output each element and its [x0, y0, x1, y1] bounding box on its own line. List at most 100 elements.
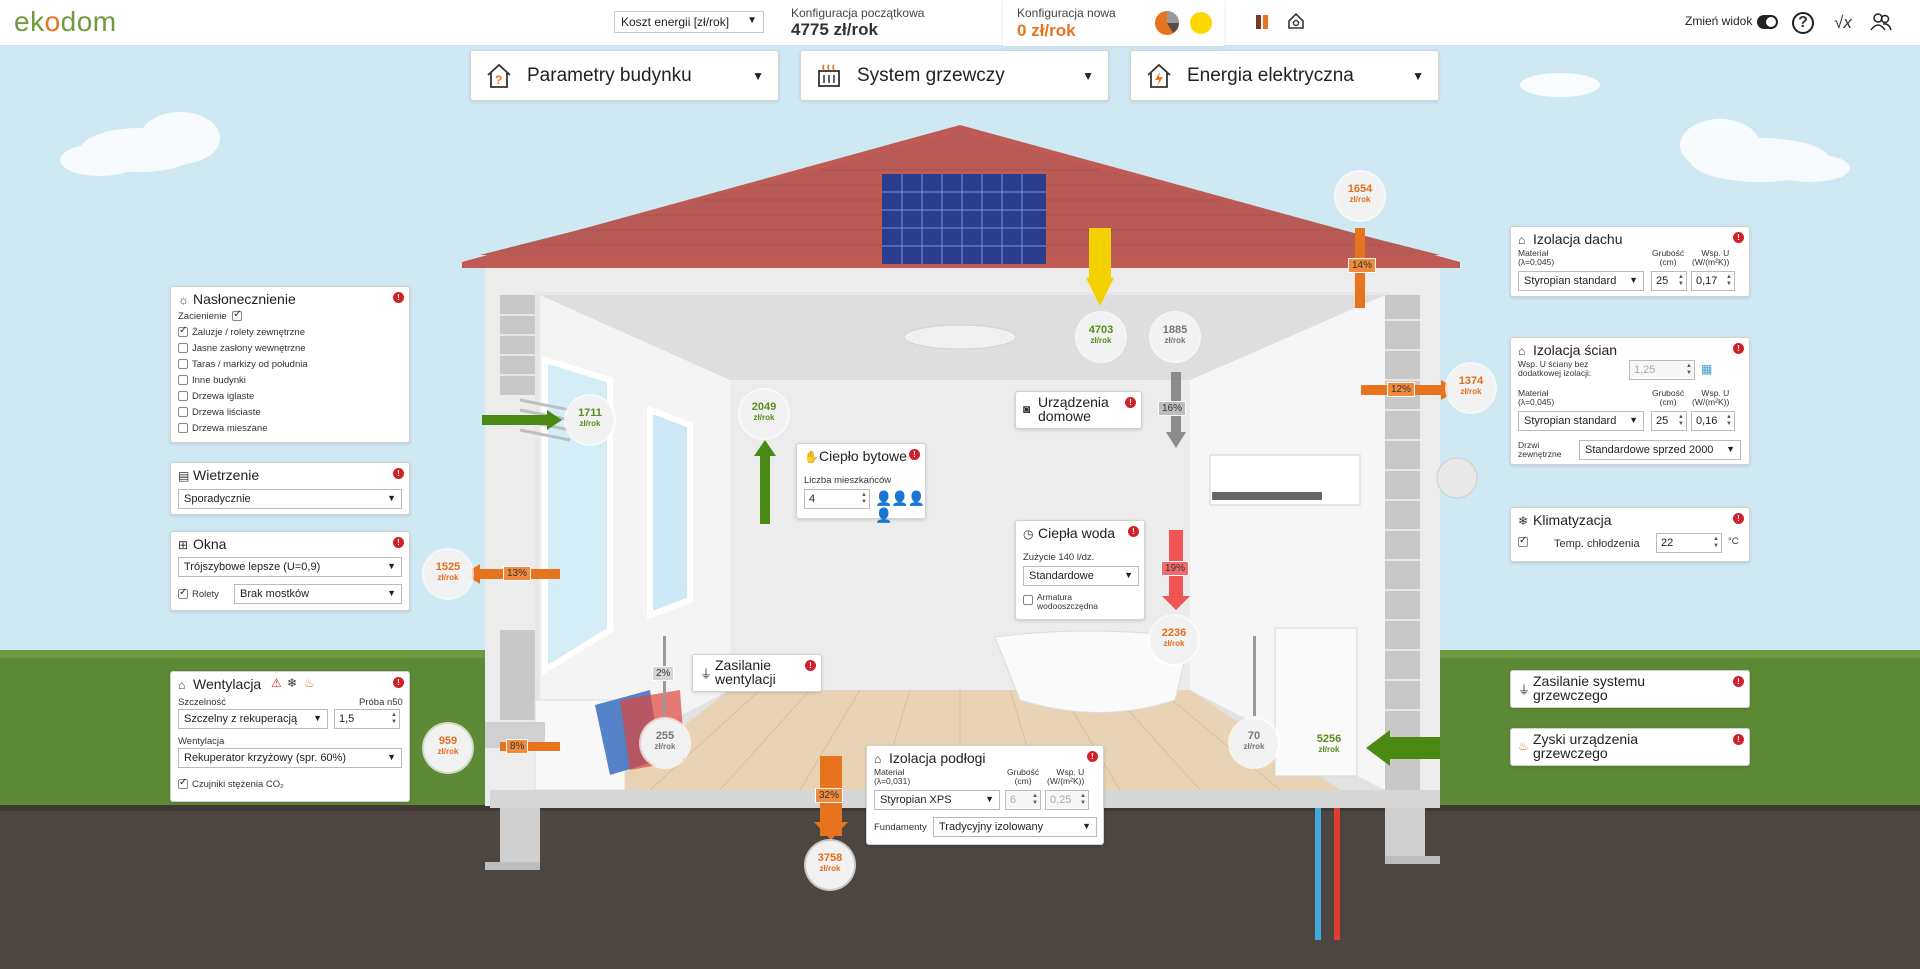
vent-label: Wentylacja: [178, 736, 225, 747]
house-roof-icon: ⌂: [1518, 233, 1526, 247]
wall-u-without-input[interactable]: 1,25▲▼: [1629, 360, 1695, 380]
info-icon[interactable]: !: [393, 468, 404, 479]
stepper-icon[interactable]: ▲▼: [1678, 274, 1684, 287]
floor-thickness-input[interactable]: 6▲▼: [1005, 790, 1041, 810]
metric-select[interactable]: Koszt energii [zł/rok]▼: [614, 11, 764, 33]
fittings-row[interactable]: Armatura wodooszczędna: [1023, 593, 1098, 611]
stepper-icon[interactable]: ▲▼: [391, 712, 397, 725]
airing-select[interactable]: Sporadycznie▼: [178, 489, 402, 509]
insolation-panel: ☼ Nasłonecznienie ! Zacienienie Żaluzje …: [170, 286, 410, 443]
ac-enable-row[interactable]: [1518, 535, 1532, 548]
stepper-icon[interactable]: ▲▼: [1080, 793, 1086, 806]
checkbox[interactable]: [178, 423, 188, 434]
stepper-icon[interactable]: ▲▼: [1032, 793, 1038, 806]
roof-thickness-input[interactable]: 25▲▼: [1651, 271, 1687, 291]
sqrt-x-icon[interactable]: √x: [1834, 13, 1852, 32]
info-icon[interactable]: !: [805, 660, 816, 671]
nav-electric-energy[interactable]: Energia elektryczna ▼: [1130, 50, 1439, 101]
thermal-bridge-select[interactable]: Brak mostków▼: [234, 584, 402, 604]
app-logo[interactable]: ekodom: [14, 6, 117, 37]
fittings-checkbox[interactable]: [1023, 595, 1033, 605]
tightness-select[interactable]: Szczelny z rekuperacją▼: [178, 709, 328, 729]
info-icon[interactable]: !: [1128, 526, 1139, 537]
test-label: Próba n50: [359, 697, 403, 708]
foundation-select[interactable]: Tradycyjny izolowany▼: [933, 817, 1097, 837]
stepper-icon[interactable]: ▲▼: [1686, 363, 1692, 376]
shading-option[interactable]: Drzewa iglaste: [178, 391, 254, 402]
roof-material-select[interactable]: Styropian standard▼: [1518, 271, 1644, 291]
shading-option[interactable]: Drzewa mieszane: [178, 423, 268, 434]
info-icon[interactable]: !: [393, 537, 404, 548]
stepper-icon[interactable]: ▲▼: [1726, 414, 1732, 427]
shading-option[interactable]: Taras / markizy od południa: [178, 359, 308, 370]
water-usage-select[interactable]: Standardowe▼: [1023, 566, 1139, 586]
stepper-icon[interactable]: ▲▼: [861, 492, 867, 505]
usage-label: Zużycie 140 l/dz.: [1023, 552, 1095, 563]
residents-label: Liczba mieszkańców: [804, 475, 892, 486]
insolation-title: Nasłonecznienie: [193, 291, 296, 307]
shutters-checkbox[interactable]: [178, 587, 188, 600]
roof-u-input[interactable]: 0,17▲▼: [1691, 271, 1735, 291]
view-toggle-label: Zmień widok: [1685, 14, 1753, 28]
roof-thickness-label: Grubość (cm): [1652, 248, 1685, 267]
ventilation-type-select[interactable]: Rekuperator krzyżowy (spr. 60%)▼: [178, 748, 402, 768]
wall-material-select[interactable]: Styropian standard▼: [1518, 411, 1644, 431]
checkbox[interactable]: [178, 407, 188, 418]
floor-u-input[interactable]: 0,25▲▼: [1045, 790, 1089, 810]
info-icon[interactable]: !: [1733, 232, 1744, 243]
house-bolt-icon: [1147, 63, 1171, 88]
co2-checkbox[interactable]: [178, 777, 188, 790]
shading-option[interactable]: Żaluzje / rolety zewnętrzne: [178, 325, 305, 338]
wall-thickness-input[interactable]: 25▲▼: [1651, 411, 1687, 431]
checkbox[interactable]: [178, 391, 188, 402]
view-toggle[interactable]: [1757, 15, 1778, 29]
checkbox[interactable]: [178, 325, 188, 338]
info-icon[interactable]: !: [393, 292, 404, 303]
info-icon[interactable]: !: [909, 449, 920, 460]
checkbox[interactable]: [178, 359, 188, 370]
house-config-icon[interactable]: [1285, 12, 1307, 34]
checkbox[interactable]: [178, 375, 188, 386]
windows-type-select[interactable]: Trójszybowe lepsze (U=0,9)▼: [178, 557, 402, 577]
info-icon[interactable]: !: [1125, 397, 1136, 408]
floor-material-select[interactable]: Styropian XPS▼: [874, 790, 1000, 810]
info-icon[interactable]: !: [1733, 513, 1744, 524]
new-config-value: 0 zł/rok: [1017, 21, 1076, 40]
wall-insulation-title: Izolacja ścian: [1533, 342, 1618, 358]
info-icon[interactable]: !: [1733, 734, 1744, 745]
residents-input[interactable]: 4▲▼: [804, 489, 870, 509]
shading-option[interactable]: Drzewa liściaste: [178, 407, 261, 418]
ac-checkbox[interactable]: [1518, 535, 1528, 548]
pie-chart-icon[interactable]: [1153, 9, 1181, 37]
calculator-icon[interactable]: ▦: [1701, 362, 1713, 376]
nav-heating-system[interactable]: System grzewczy ▼: [800, 50, 1109, 101]
info-icon[interactable]: !: [1733, 676, 1744, 687]
shading-option[interactable]: Inne budynki: [178, 375, 246, 386]
house-question-icon: ?: [487, 63, 511, 88]
stepper-icon[interactable]: ▲▼: [1726, 274, 1732, 287]
shading-option[interactable]: Jasne zasłony wewnętrzne: [178, 343, 306, 354]
info-icon[interactable]: !: [1087, 751, 1098, 762]
wall-u-input[interactable]: 0,16▲▼: [1691, 411, 1735, 431]
info-icon[interactable]: !: [1733, 343, 1744, 354]
stepper-icon[interactable]: ▲▼: [1678, 414, 1684, 427]
cooling-temp-input[interactable]: 22▲▼: [1656, 533, 1722, 553]
doors-select[interactable]: Standardowe sprzed 2000▼: [1579, 440, 1741, 460]
sun-icon[interactable]: [1189, 11, 1213, 35]
help-icon[interactable]: ?: [1792, 12, 1814, 34]
shutters-row[interactable]: Rolety: [178, 587, 219, 600]
nav-building-params[interactable]: ? Parametry budynku ▼: [470, 50, 779, 101]
shading-checkbox[interactable]: [232, 309, 243, 322]
co2-row[interactable]: Czujniki stężenia CO₂: [178, 777, 284, 790]
stepper-icon[interactable]: ▲▼: [1713, 536, 1719, 549]
bar-chart-icon[interactable]: [1252, 12, 1274, 34]
vent-power-title: Zasilanie wentylacji: [715, 657, 776, 687]
users-icon[interactable]: [1870, 12, 1892, 34]
checkbox[interactable]: [178, 343, 188, 354]
info-icon[interactable]: !: [393, 677, 404, 688]
n50-test-input[interactable]: 1,5▲▼: [334, 709, 400, 729]
